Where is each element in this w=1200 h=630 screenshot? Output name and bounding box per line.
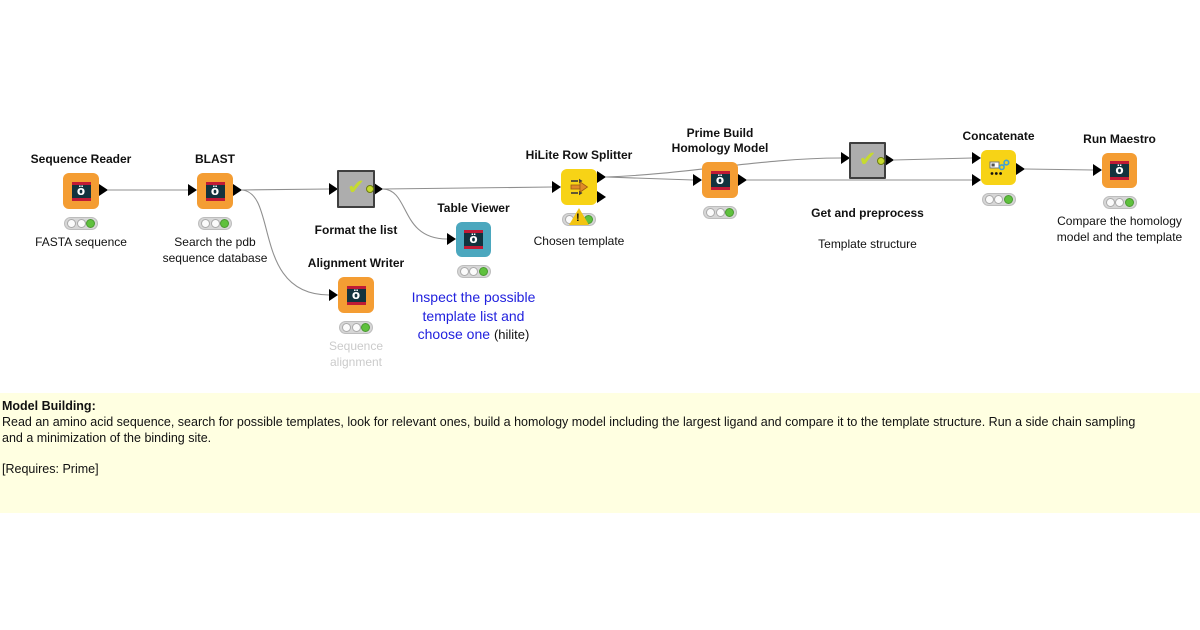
status-traffic-light [198,217,232,230]
row-splitter-arrow-icon [570,178,589,196]
node-label: FASTA sequence [35,235,127,249]
node-concatenate[interactable]: Concatenate [962,129,1035,206]
input-port[interactable] [1093,164,1102,176]
warning-icon: ! [569,208,589,225]
node-get-and-preprocess[interactable]: ✔ Get and preprocess Template structure [811,142,924,251]
node-format-the-list[interactable]: ✔ Format the list [315,170,397,237]
input-port[interactable] [972,152,981,164]
checkmark-icon: ✔ [347,176,365,199]
status-traffic-light [456,265,491,278]
node-title: Run Maestro [1083,131,1156,146]
input-port[interactable] [552,181,561,193]
hilite-tag: (hilite) [493,327,530,342]
connection[interactable] [382,186,553,190]
output-port[interactable] [597,191,606,203]
node-label: Compare the homology model and the templ… [1056,214,1183,244]
node-body[interactable]: ö [63,173,99,209]
concatenate-icon [989,158,1010,175]
checkmark-icon: ✔ [858,147,877,171]
output-port[interactable] [374,183,383,195]
node-table-viewer[interactable]: Table Viewer ö Inspect the possible temp… [412,201,536,343]
schrodinger-icon: ö [346,285,366,305]
output-port[interactable] [885,154,894,166]
node-label: Chosen template [533,234,625,248]
input-port[interactable] [447,233,456,245]
node-body[interactable]: ö [702,162,738,198]
status-traffic-light [339,321,373,334]
node-body[interactable]: ö [338,277,374,313]
connection[interactable] [893,157,973,161]
annotation-body: Read an amino acid sequence, search for … [2,415,1136,445]
metanode-state-dot [877,156,885,165]
node-title: Sequence Reader [30,151,132,166]
workflow-note-inspect[interactable]: Inspect the possible template list and c… [411,289,536,342]
node-title: Alignment Writer [307,255,405,270]
output-port[interactable] [1016,163,1025,175]
metanode-body[interactable]: ✔ [849,142,886,179]
node-title: Prime Build Homology Model [671,126,769,155]
node-prime-build-homology-model[interactable]: Prime Build Homology Model ö [672,126,768,219]
status-traffic-light [703,206,737,219]
node-title: BLAST [195,151,235,166]
input-port[interactable] [329,289,338,301]
node-title: HiLite Row Splitter [525,147,633,162]
node-run-maestro[interactable]: Run Maestro ö Compare the homology model… [1057,132,1182,244]
status-traffic-light [64,217,98,230]
schrodinger-icon: ö [710,170,730,190]
output-port[interactable] [597,171,606,183]
schrodinger-icon: ö [1110,161,1129,180]
node-title: Concatenate [962,128,1035,143]
node-blast[interactable]: BLAST ö Search the pdb sequence database [163,152,268,265]
workflow-annotation[interactable]: Model Building: Read an amino acid seque… [0,393,1200,513]
schrodinger-icon: ö [464,230,483,249]
connection[interactable] [605,176,694,181]
node-alignment-writer[interactable]: Alignment Writer ö Sequence alignment [308,256,404,369]
metanode-body[interactable]: ✔ [337,170,375,208]
status-traffic-light [1102,196,1137,209]
node-body[interactable] [981,150,1016,185]
connection[interactable] [241,188,330,191]
output-port[interactable] [99,184,108,196]
node-label: Sequence alignment [328,339,384,369]
output-port[interactable] [738,174,747,186]
node-body[interactable]: ö [197,173,233,209]
input-port[interactable] [188,184,197,196]
node-body[interactable]: ö [1102,153,1137,188]
node-label: Get and preprocess Template structure [811,205,924,251]
status-traffic-light [981,193,1016,206]
node-body[interactable]: ö [456,222,491,257]
input-port[interactable] [693,174,702,186]
node-hilite-row-splitter[interactable]: HiLite Row Splitter ! Chosen template [526,148,633,249]
node-title: Format the list [314,223,398,237]
connection[interactable] [1024,168,1094,171]
node-title: Table Viewer [437,200,510,215]
annotation-heading: Model Building: [2,399,96,413]
metanode-state-dot [366,185,374,193]
input-port[interactable] [972,174,981,186]
node-label: Search the pdb sequence database [162,235,268,265]
schrodinger-icon: ö [71,181,91,201]
node-body[interactable] [561,169,597,205]
node-sequence-reader[interactable]: Sequence Reader ö FASTA sequence [31,152,132,250]
output-port[interactable] [233,184,242,196]
schrodinger-icon: ö [205,181,225,201]
annotation-requires: [Requires: Prime] [2,462,99,476]
